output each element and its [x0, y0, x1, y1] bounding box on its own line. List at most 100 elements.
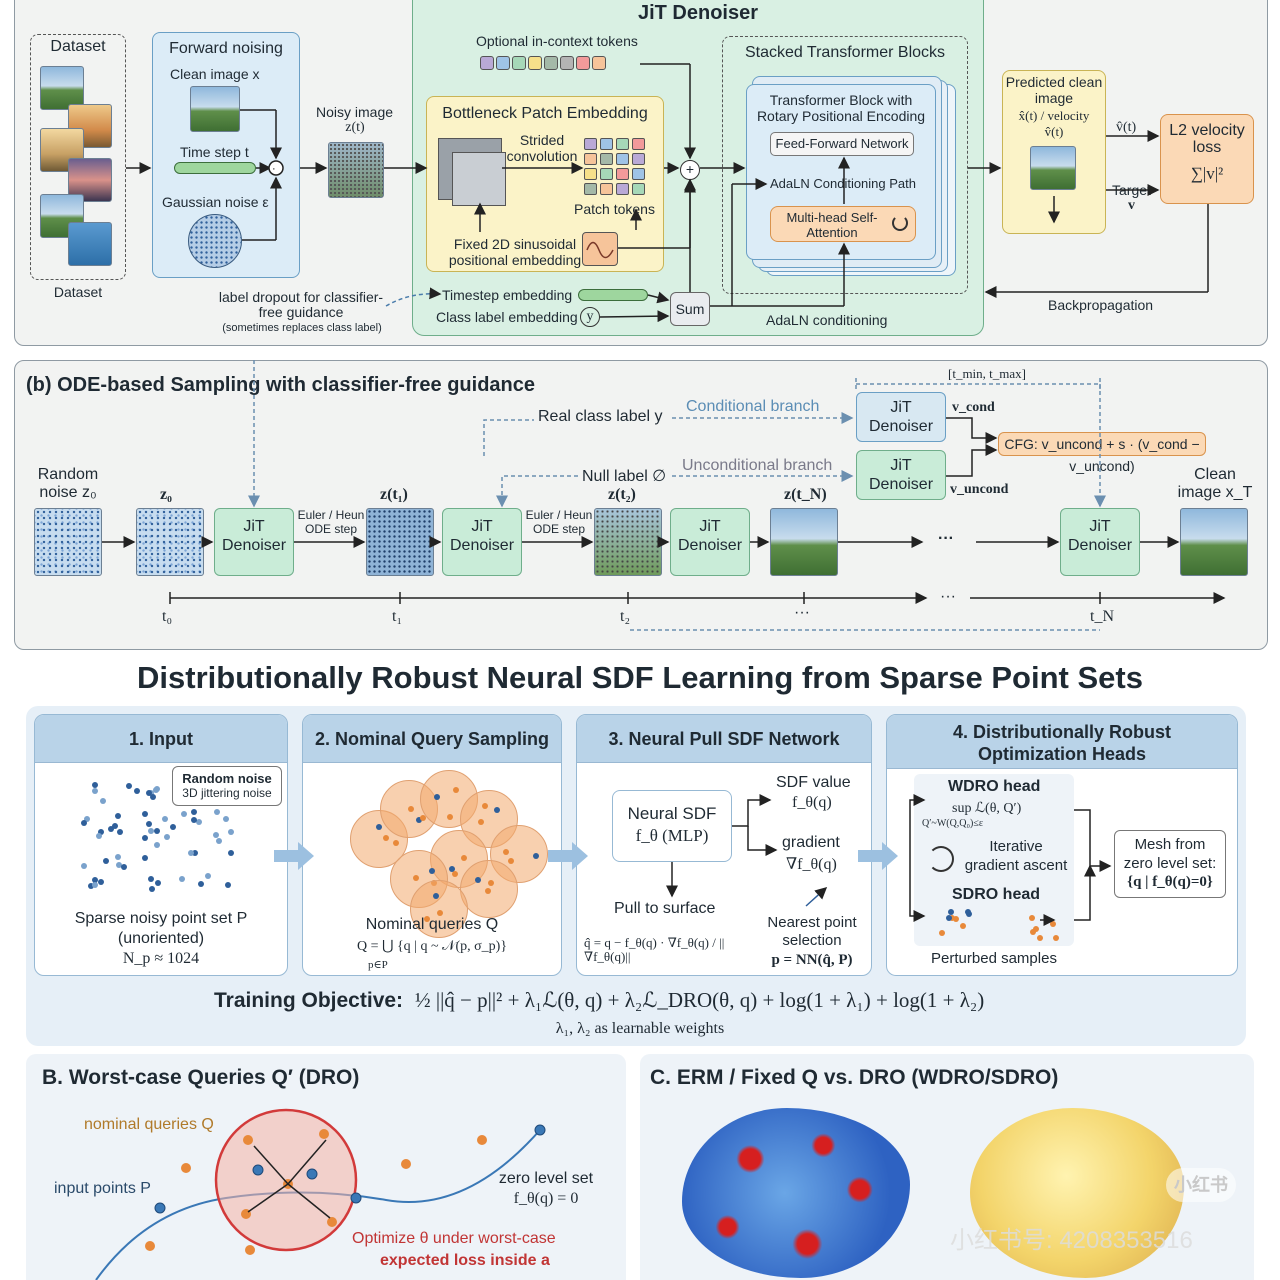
- input-points-label: input points P: [54, 1180, 151, 1197]
- perturbed-point: [946, 914, 953, 921]
- nearest-line3: p = NN(q̂, P): [771, 952, 853, 968]
- perturbed-point: [1030, 928, 1037, 935]
- patch-token: [584, 168, 597, 180]
- input-point: [190, 817, 197, 824]
- pull-label: Pull to surface: [614, 900, 716, 917]
- objective-label: Training Objective: ½ ||q̂ − p||² + λ₁ℒ(…: [214, 988, 984, 1013]
- v-uncond-label: v_uncond: [950, 482, 1009, 497]
- stacked-blocks-title: Stacked Transformer Blocks: [744, 44, 946, 61]
- zt1-thumb: [366, 508, 434, 576]
- query-sphere: [410, 880, 468, 938]
- perturbed-point: [948, 908, 955, 915]
- panel-a-arrows: ·: [126, 63, 1209, 323]
- objective-note: λ₁, λ₂ as learnable weights: [555, 1020, 725, 1037]
- ffn-box: Feed-Forward Network: [770, 132, 914, 156]
- query-point: [461, 854, 468, 861]
- sdro-label: SDRO head: [952, 886, 1041, 903]
- context-token: [512, 56, 526, 70]
- input-point: [162, 816, 169, 823]
- step2-card: 2. Nominal Query Sampling: [302, 714, 562, 976]
- dataset-box: [30, 34, 126, 280]
- input-point: [81, 863, 88, 870]
- input-point: [223, 815, 230, 822]
- wdro-sub: Q′~W(Q,Q₀)≤ε: [922, 818, 984, 829]
- perturbed-point: [953, 916, 960, 923]
- step2-formula: Q = ⋃ {q | q ~ 𝒩(p, σ_p)}: [356, 939, 508, 954]
- step1-caption2: (unoriented): [117, 930, 205, 947]
- input-point: [198, 880, 205, 887]
- query-point: [451, 871, 458, 878]
- perturbed-point: [938, 929, 945, 936]
- random-noise-text: Random noise z₀: [37, 466, 99, 501]
- optimize-line2: expected loss inside a: [380, 1252, 550, 1269]
- sinusoid-icon: [582, 232, 618, 266]
- input-point: [92, 782, 99, 789]
- input-point: [120, 864, 127, 871]
- main-title: Distributionally Robust Neural SDF Learn…: [137, 660, 1143, 695]
- neural-sdf-line2: f_θ (MLP): [635, 826, 709, 845]
- refresh-icon: [892, 215, 908, 231]
- jit-cond-label: JiT Denoiser: [868, 399, 934, 435]
- input-point: [116, 828, 123, 835]
- patch-token: [600, 138, 613, 150]
- step1-card: 1. Input: [34, 714, 288, 976]
- wdro-formula: sup ℒ(θ, Q′): [952, 801, 1022, 816]
- callout-line2: 3D jittering noise: [182, 786, 272, 800]
- class-emb-label: Class label embedding: [436, 309, 578, 325]
- sdf-value-sym: f_θ(q): [792, 794, 832, 811]
- cond-branch-label: Conditional branch: [686, 398, 820, 415]
- input-point: [96, 832, 103, 839]
- input-point: [142, 834, 149, 841]
- query-point: [436, 909, 443, 916]
- callout-box: Random noise 3D jittering noise: [172, 766, 282, 806]
- input-point: [187, 850, 194, 857]
- step3-title: 3. Neural Pull SDF Network: [577, 715, 871, 763]
- jit-uncond: JiT Denoiser: [856, 450, 946, 500]
- input-point: [212, 831, 219, 838]
- context-token: [560, 56, 574, 70]
- input-point: [154, 828, 161, 835]
- input-point: [115, 861, 122, 868]
- query-point: [376, 824, 383, 831]
- jit-denoiser-final: JiT Denoiser: [1060, 508, 1140, 576]
- input-point: [215, 838, 222, 845]
- step2-caption1: Nominal queries Q: [365, 916, 499, 933]
- steps-arrows: [274, 794, 1112, 926]
- predicted-line3: v̂(t): [1044, 124, 1064, 139]
- input-point: [133, 788, 140, 795]
- dataset-thumb-6: [68, 222, 112, 266]
- jit-denoiser-2: JiT Denoiser: [442, 508, 522, 576]
- objective-title: Training Objective:: [214, 989, 404, 1012]
- mhsa-box: Multi-head Self-Attention: [770, 206, 916, 242]
- query-point: [493, 807, 500, 814]
- perturbed-point: [964, 908, 971, 915]
- input-point: [112, 823, 119, 830]
- query-point: [393, 839, 400, 846]
- wdro-label: WDRO head: [948, 778, 1041, 795]
- z0-label: z₀: [160, 486, 172, 503]
- query-point: [487, 880, 494, 887]
- panel-b-sampling: [14, 360, 1268, 650]
- input-point: [153, 787, 160, 794]
- tminmax-label: [t_min, t_max]: [948, 366, 1026, 381]
- zero-level-line1: zero level set: [498, 1170, 594, 1187]
- query-point: [503, 849, 510, 856]
- nominal-queries-cluster: [350, 770, 548, 938]
- jit-denoiser-title: JiT Denoiser: [637, 2, 759, 24]
- query-point: [423, 915, 430, 922]
- iterative-icon: [928, 846, 954, 872]
- jit-denoiser-final-label: JiT Denoiser: [1067, 518, 1133, 554]
- context-token: [592, 56, 606, 70]
- context-token: [528, 56, 542, 70]
- clean-image-label: Clean image x: [170, 66, 260, 82]
- input-point: [146, 789, 153, 796]
- euler-label-1: Euler / Heun ODE step: [297, 508, 365, 536]
- jit-denoiser-3: JiT Denoiser: [670, 508, 750, 576]
- query-point: [478, 818, 485, 825]
- input-point: [192, 850, 199, 857]
- patch-token: [616, 153, 629, 165]
- ztN-thumb: [770, 508, 838, 576]
- input-point: [98, 878, 105, 885]
- input-point: [214, 809, 221, 816]
- random-noise-thumb: [34, 508, 102, 576]
